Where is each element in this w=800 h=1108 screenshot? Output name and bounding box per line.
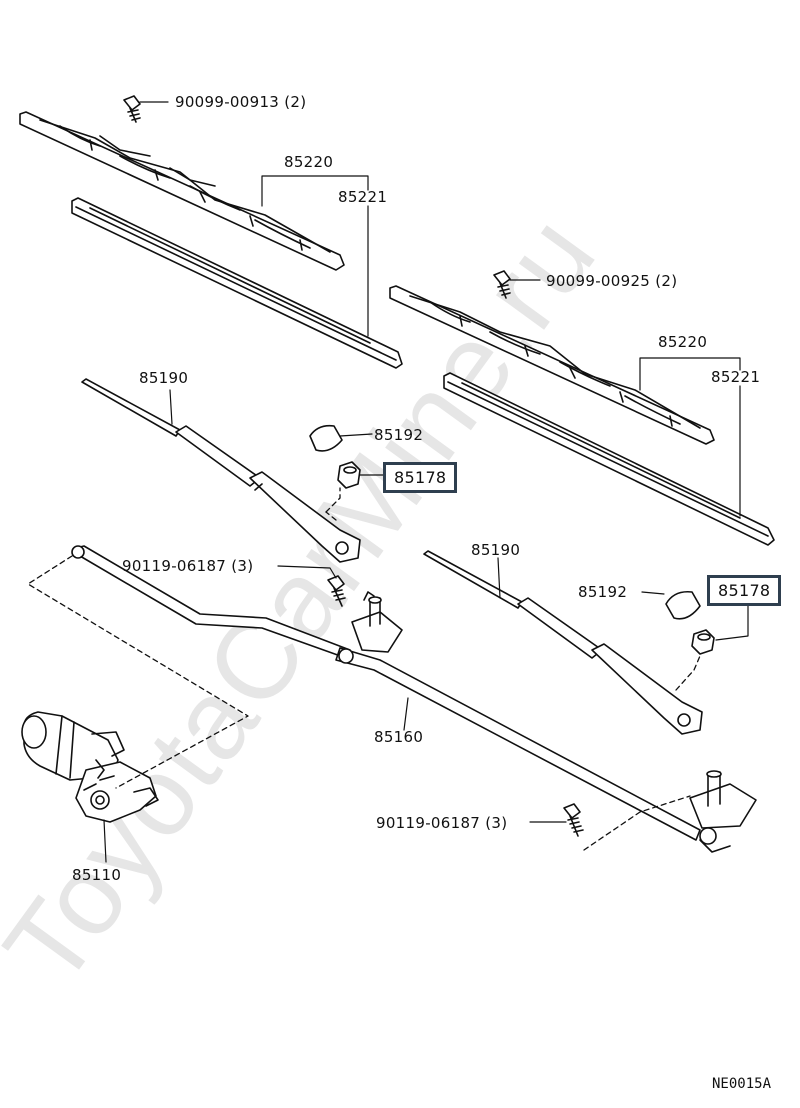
wiper-arm-right[interactable] (423, 550, 703, 735)
part-label-cap-right[interactable]: 85192 (578, 583, 628, 601)
part-label-blade-rubber-left[interactable]: 85221 (338, 188, 388, 206)
blade-rubber-right[interactable] (443, 372, 775, 546)
wiper-motor[interactable] (21, 711, 159, 823)
part-label-bolt-top-right[interactable]: 90099-00925 (2) (546, 272, 678, 290)
cap-left-icon (309, 424, 343, 452)
bolt-link-right-icon (563, 803, 584, 837)
bolt-top-left-icon (123, 95, 141, 123)
part-label-blade-rubber-right[interactable]: 85221 (711, 368, 761, 386)
part-label-link-assembly[interactable]: 85160 (374, 728, 424, 746)
part-label-bolt-top-left[interactable]: 90099-00913 (2) (175, 93, 307, 111)
part-label-blade-right[interactable]: 85220 (658, 333, 708, 351)
dashed-guides (27, 487, 701, 851)
part-label-arm-right[interactable]: 85190 (471, 541, 521, 559)
part-label-cap-left[interactable]: 85192 (374, 426, 424, 444)
leader-lines (103, 101, 749, 863)
cap-right-icon (665, 590, 701, 620)
nut-right-icon (691, 629, 715, 655)
part-label-bolt-link-right[interactable]: 90119-06187 (3) (376, 814, 508, 832)
wiper-link-assembly[interactable] (71, 545, 757, 853)
bolt-top-right-icon (493, 270, 511, 299)
part-label-bolt-link-left[interactable]: 90119-06187 (3) (122, 557, 254, 575)
wiper-arm-left[interactable] (81, 378, 361, 563)
part-label-blade-left[interactable]: 85220 (284, 153, 334, 171)
blade-rubber-left[interactable] (71, 197, 403, 369)
wiper-blade-right[interactable] (389, 285, 715, 445)
diagram-code: NE0015A (712, 1076, 772, 1092)
part-label-arm-left[interactable]: 85190 (139, 369, 189, 387)
wiper-blade-left[interactable] (19, 111, 345, 271)
part-label-nut-right[interactable]: 85178 (707, 575, 782, 606)
bolt-link-left-icon (327, 575, 346, 607)
part-label-motor[interactable]: 85110 (72, 866, 122, 884)
nut-left-icon (337, 461, 361, 489)
part-label-nut-left[interactable]: 85178 (383, 462, 458, 493)
